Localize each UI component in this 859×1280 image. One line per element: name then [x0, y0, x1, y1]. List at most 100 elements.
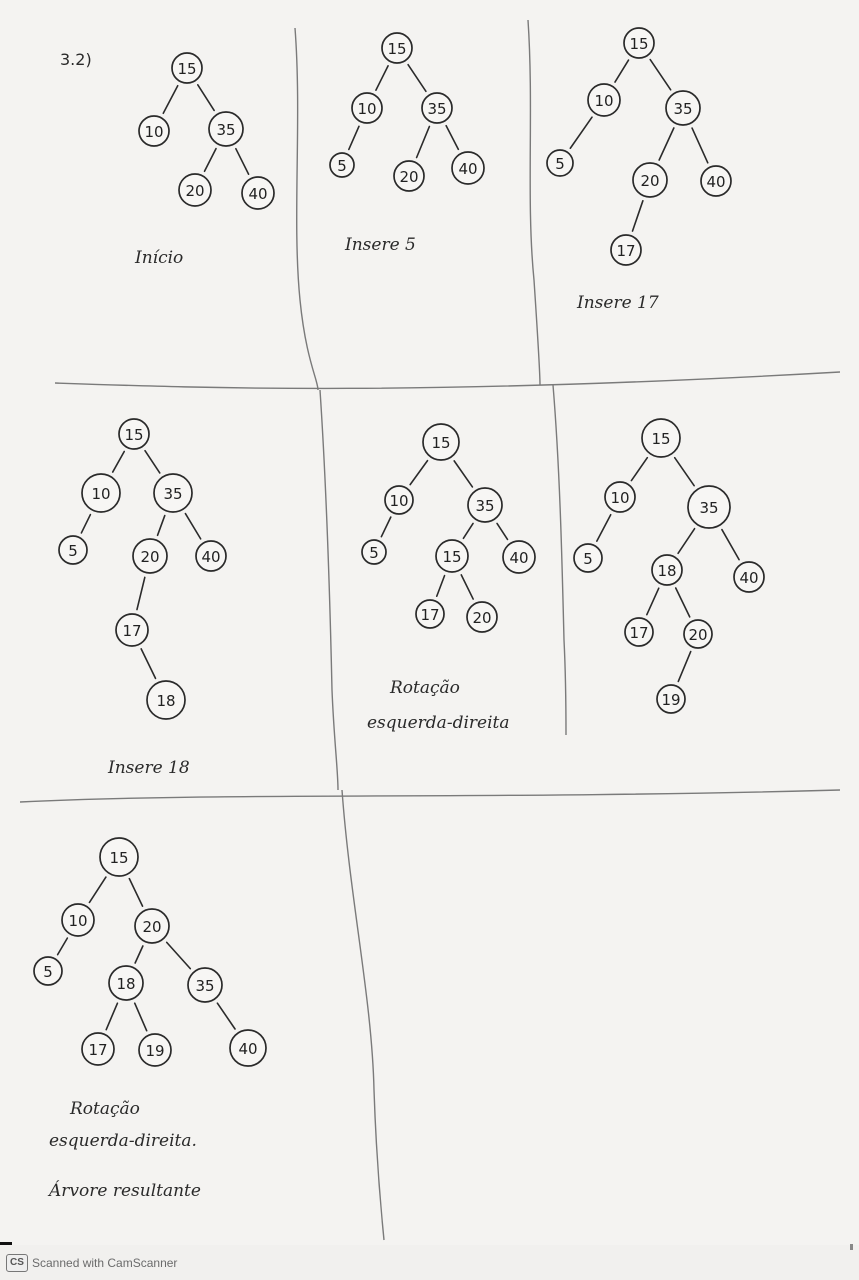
tree-edge [165, 941, 192, 970]
node-value: 5 [337, 157, 347, 175]
node-circle [81, 473, 121, 513]
node-circle [384, 485, 414, 515]
node-circle [351, 92, 383, 124]
panel-caption: Rotação [69, 1099, 140, 1119]
tree-node: 35 [687, 485, 731, 529]
node-value: 19 [661, 691, 680, 709]
node-circle [656, 684, 686, 714]
tree-node: 40 [195, 540, 227, 572]
panel-caption: Início [134, 248, 183, 268]
tree-node: 10 [81, 473, 121, 513]
node-circle [451, 151, 485, 185]
node-value: 35 [195, 977, 214, 995]
tree-edge [156, 514, 166, 537]
tree-node: 10 [61, 903, 95, 937]
tree-edge [569, 116, 593, 150]
panel-caption: esquerda-direita. [49, 1131, 197, 1151]
node-circle [610, 234, 642, 266]
node-value: 15 [124, 426, 143, 444]
node-value: 35 [673, 100, 692, 118]
node-value: 10 [610, 489, 629, 507]
node-circle [665, 90, 701, 126]
tree-node: 35 [208, 111, 244, 147]
tree-node: 20 [132, 538, 168, 574]
panel-caption: esquerda-direita [367, 713, 509, 733]
tree-node: 20 [134, 908, 170, 944]
node-circle [421, 92, 453, 124]
tree-node: 15 [171, 52, 203, 84]
node-circle [329, 152, 355, 178]
tree-edge [453, 460, 474, 488]
scanner-watermark: CS Scanned with CamScanner [6, 1254, 177, 1272]
section-divider [19, 789, 841, 803]
node-circle [171, 52, 203, 84]
tree-node: 35 [467, 487, 503, 523]
tree-node: 20 [393, 160, 425, 192]
tree-node: 40 [502, 540, 536, 574]
tree-node: 35 [187, 967, 223, 1003]
node-value: 15 [651, 430, 670, 448]
tree-node: 15 [435, 539, 469, 573]
node-circle [587, 83, 621, 117]
camscanner-logo-icon: CS [6, 1254, 28, 1272]
node-value: 20 [185, 182, 204, 200]
section-divider [527, 19, 541, 386]
tree-edge [674, 587, 691, 618]
tree-node: 5 [33, 956, 63, 986]
tree-edge [196, 84, 215, 112]
node-circle [361, 539, 387, 565]
tree-node: 17 [115, 613, 149, 647]
node-circle [573, 543, 603, 573]
panel-caption: Rotação [389, 678, 460, 698]
node-value: 35 [427, 100, 446, 118]
node-value: 20 [142, 918, 161, 936]
tree-edge [445, 124, 460, 151]
node-circle [415, 599, 445, 629]
node-circle [241, 176, 275, 210]
node-value: 35 [699, 499, 718, 517]
node-circle [467, 487, 503, 523]
node-circle [435, 539, 469, 573]
node-value: 20 [688, 626, 707, 644]
node-value: 17 [420, 606, 439, 624]
node-circle [99, 837, 139, 877]
tree-node: 35 [421, 92, 453, 124]
node-value: 18 [657, 562, 676, 580]
node-value: 40 [248, 185, 267, 203]
node-circle [624, 617, 654, 647]
tree-edge [496, 522, 509, 541]
tree-edge [348, 125, 360, 151]
node-value: 10 [91, 485, 110, 503]
tree-edge [56, 937, 69, 956]
tree-node: 40 [700, 165, 732, 197]
node-value: 18 [116, 975, 135, 993]
node-value: 15 [629, 35, 648, 53]
tree-node: 18 [108, 965, 144, 1001]
node-value: 17 [122, 622, 141, 640]
tree-node: 35 [665, 90, 701, 126]
node-circle [229, 1029, 267, 1067]
watermark-text: Scanned with CamScanner [32, 1256, 178, 1270]
tree-node: 15 [118, 418, 150, 450]
node-circle [187, 967, 223, 1003]
node-circle [641, 418, 681, 458]
scan-edge-mark [0, 1242, 12, 1245]
section-divider [294, 27, 319, 391]
node-circle [81, 1032, 115, 1066]
node-value: 10 [68, 912, 87, 930]
tree-edge [380, 516, 392, 538]
section-divider [319, 389, 339, 791]
tree-node: 20 [683, 619, 713, 649]
tree-node: 5 [58, 535, 88, 565]
tree-edge [435, 574, 446, 598]
tree-node: 10 [587, 83, 621, 117]
tree-edge [649, 58, 672, 91]
node-circle [108, 965, 144, 1001]
node-circle [146, 680, 186, 720]
scan-edge-mark [850, 1244, 853, 1250]
tree-edge [631, 200, 644, 232]
